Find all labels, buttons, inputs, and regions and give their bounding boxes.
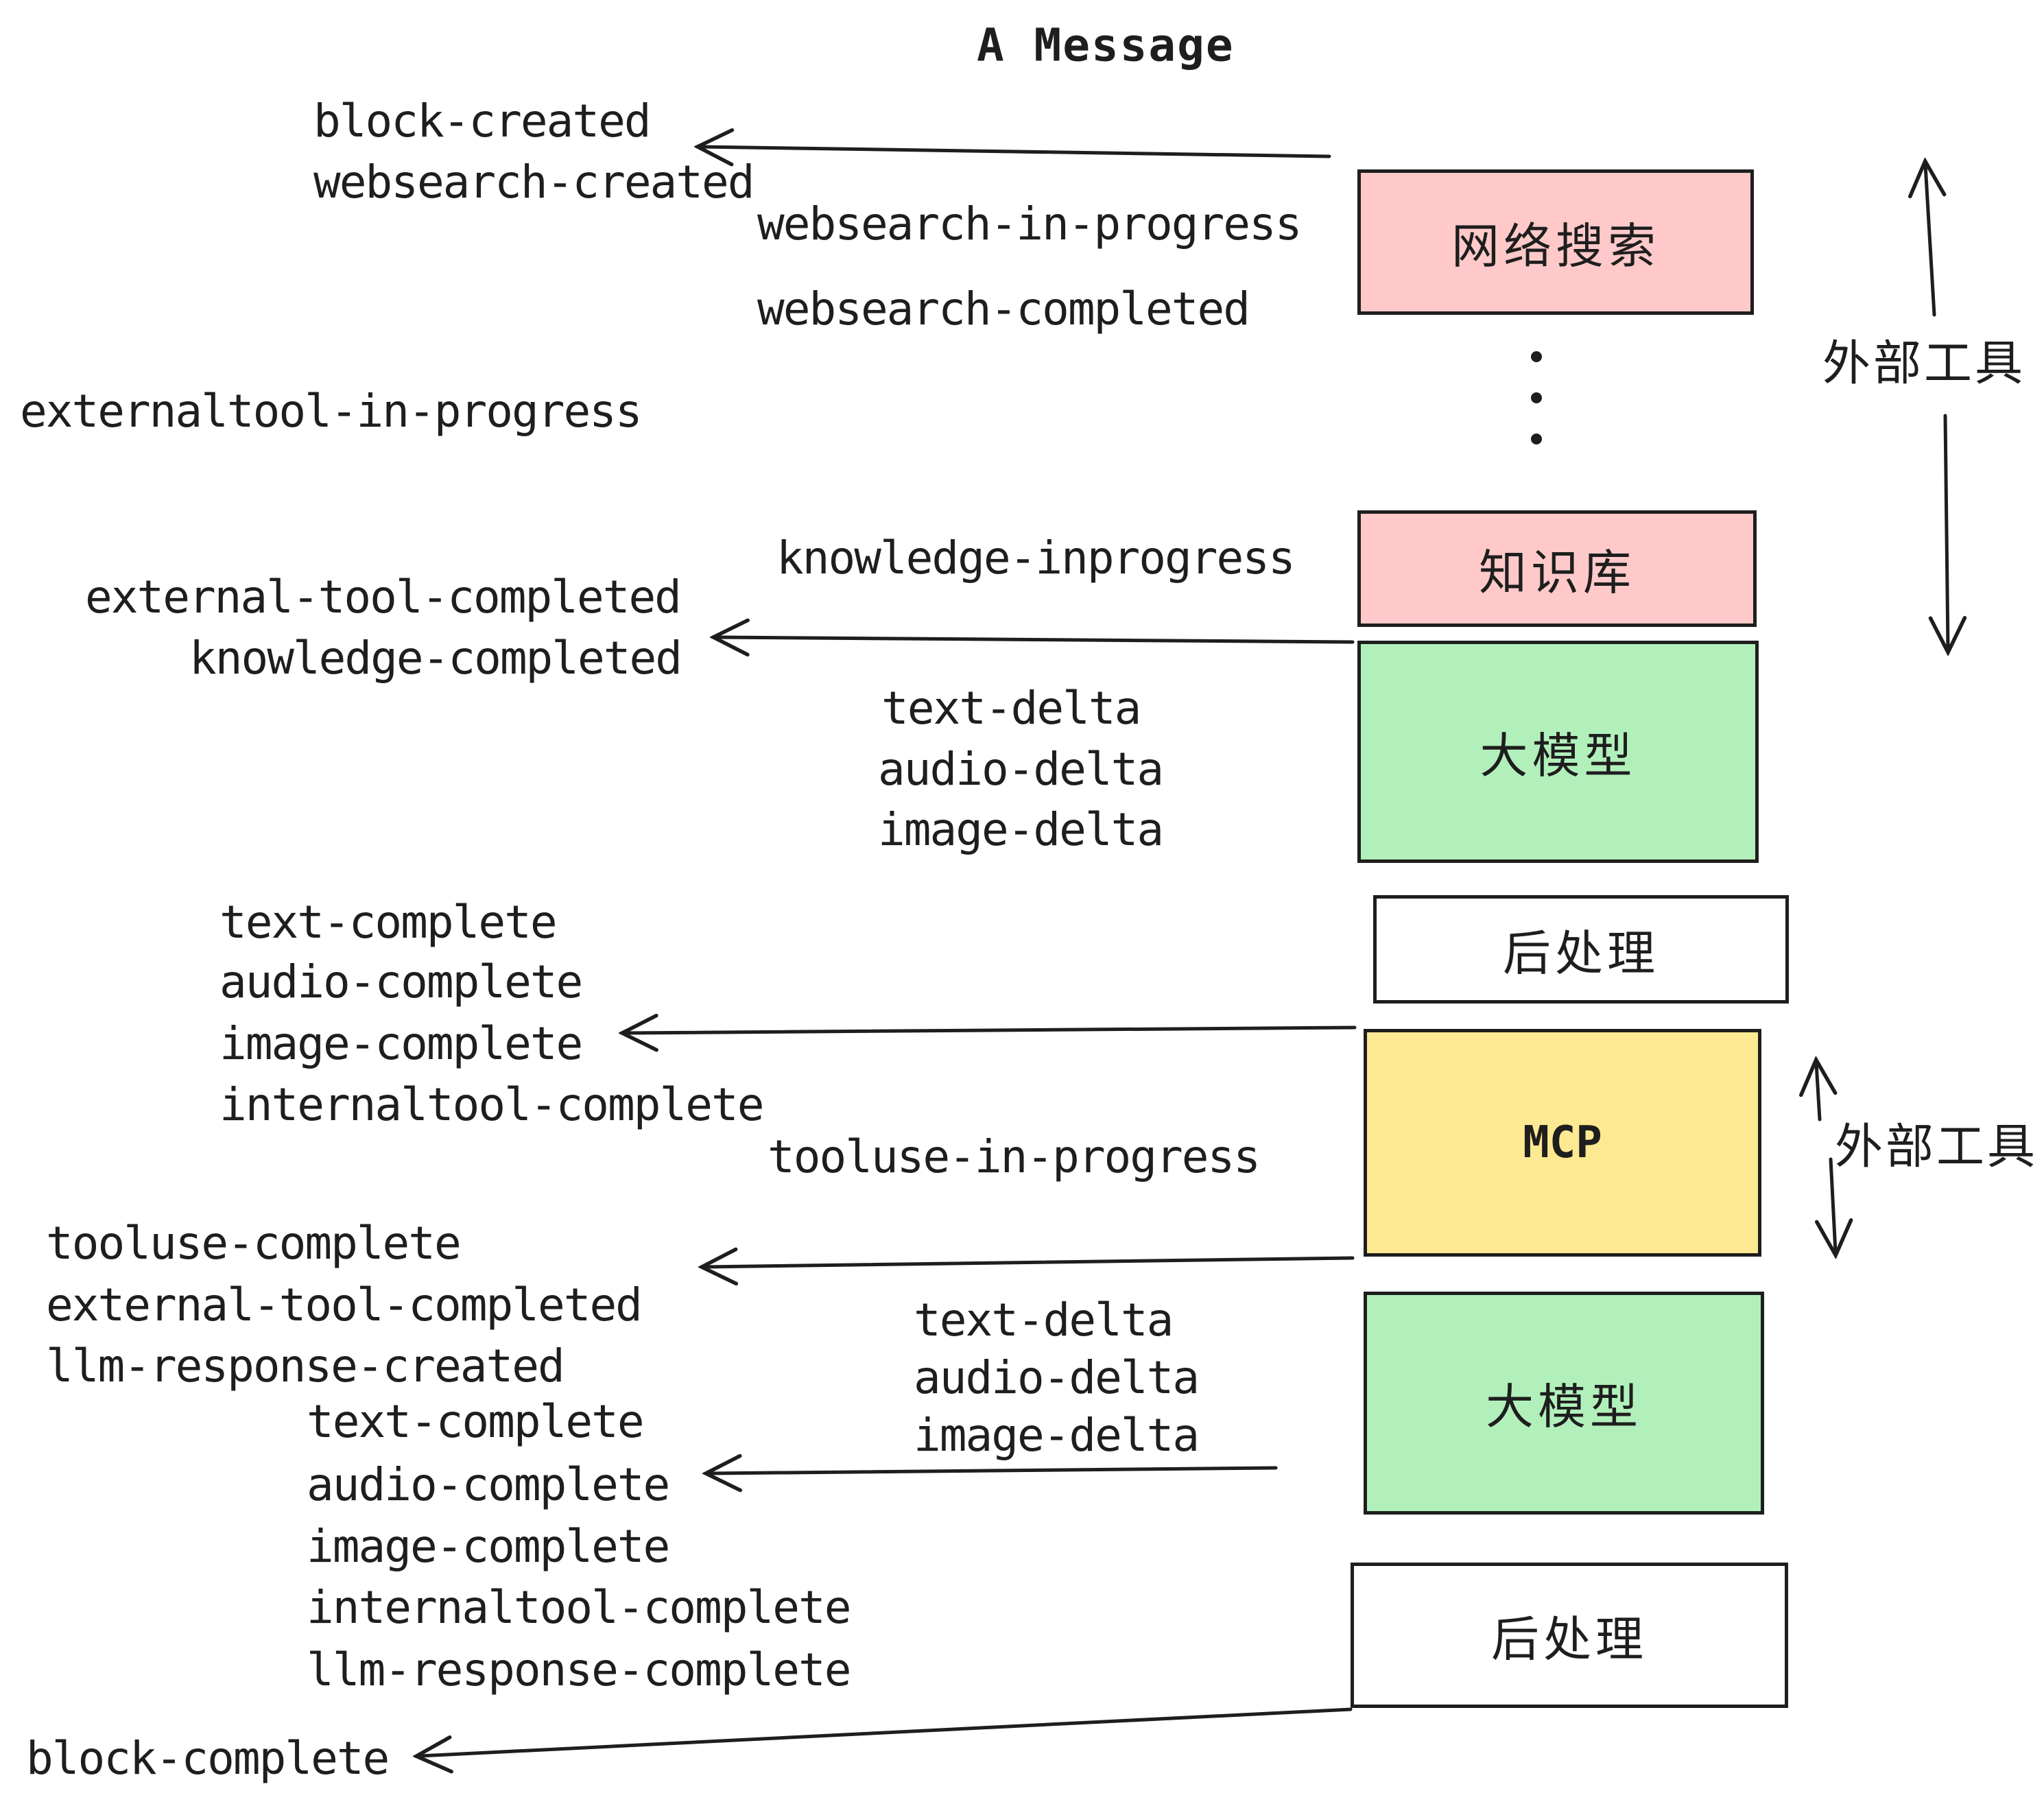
event-websearch-in-progress: websearch-in-progress xyxy=(757,198,1302,250)
node-llm-label: 大模型 xyxy=(1479,727,1637,784)
event-knowledge-completed: knowledge-completed xyxy=(189,632,682,685)
event-external-tool-completed: external-tool-completed xyxy=(85,571,682,624)
arrow-external-up-1 xyxy=(1925,165,1934,317)
ellipsis-dot xyxy=(1531,434,1542,444)
event-llm-response-created: llm-response-created xyxy=(46,1340,565,1392)
side-label-external-tools-1: 外部工具 xyxy=(1822,335,2025,392)
arrow-block-complete xyxy=(420,1707,1353,1756)
arrow-external-down-1 xyxy=(1945,414,1948,649)
diagram-title: A Message xyxy=(977,19,1235,72)
ellipsis-dot xyxy=(1531,392,1542,403)
node-postprocess-label: 后处理 xyxy=(1503,925,1659,982)
arrow-block-created xyxy=(701,147,1331,156)
event-image-delta-2: image-delta xyxy=(914,1409,1200,1462)
event-audio-complete: audio-complete xyxy=(219,956,583,1008)
node-mcp: MCP xyxy=(1364,1029,1761,1257)
node-knowledge-base: 知识库 xyxy=(1357,510,1757,627)
node-knowledge-base-label: 知识库 xyxy=(1479,544,1635,601)
side-label-external-tools-2: 外部工具 xyxy=(1835,1118,2038,1175)
event-websearch-created: websearch-created xyxy=(313,156,755,209)
ellipsis-dot xyxy=(1531,351,1542,362)
event-image-complete: image-complete xyxy=(219,1017,583,1070)
event-block-created: block-created xyxy=(313,95,652,147)
arrow-llm-complete xyxy=(709,1468,1278,1473)
node-llm-2-label: 大模型 xyxy=(1486,1379,1642,1435)
event-image-delta: image-delta xyxy=(878,803,1164,856)
event-image-complete-2: image-complete xyxy=(307,1520,670,1573)
node-mcp-label: MCP xyxy=(1523,1117,1602,1168)
node-websearch-label: 网络搜索 xyxy=(1451,217,1660,274)
event-text-complete: text-complete xyxy=(219,896,558,949)
node-websearch: 网络搜索 xyxy=(1357,169,1754,315)
event-externaltool-in-progress: externaltool-in-progress xyxy=(20,385,643,438)
event-audio-delta-2: audio-delta xyxy=(914,1351,1200,1404)
arrow-tooluse-complete xyxy=(705,1258,1355,1267)
event-text-delta-2: text-delta xyxy=(914,1294,1174,1346)
event-audio-delta: audio-delta xyxy=(878,743,1164,796)
event-block-complete: block-complete xyxy=(26,1732,390,1785)
event-text-delta: text-delta xyxy=(881,682,1141,735)
event-tooluse-complete: tooluse-complete xyxy=(46,1217,462,1270)
event-internaltool-complete-2: internaltool-complete xyxy=(307,1581,851,1634)
node-postprocess-2-label: 后处理 xyxy=(1491,1611,1648,1667)
event-tooluse-in-progress: tooluse-in-progress xyxy=(768,1130,1261,1183)
event-text-complete-2: text-complete xyxy=(307,1395,645,1448)
node-postprocess-2: 后处理 xyxy=(1351,1563,1788,1708)
node-postprocess: 后处理 xyxy=(1373,895,1789,1004)
arrow-external-up-2 xyxy=(1816,1063,1820,1121)
event-audio-complete-2: audio-complete xyxy=(307,1458,670,1511)
event-websearch-completed: websearch-completed xyxy=(757,283,1250,335)
event-external-tool-completed-2: external-tool-completed xyxy=(46,1279,643,1331)
event-internaltool-complete: internaltool-complete xyxy=(219,1078,764,1131)
event-knowledge-inprogress: knowledge-inprogress xyxy=(776,532,1296,584)
event-llm-response-complete: llm-response-complete xyxy=(307,1643,851,1696)
node-llm: 大模型 xyxy=(1357,641,1759,863)
node-llm-2: 大模型 xyxy=(1364,1292,1764,1515)
arrow-internal-complete xyxy=(626,1028,1357,1033)
arrow-knowledge-completed xyxy=(717,637,1355,642)
